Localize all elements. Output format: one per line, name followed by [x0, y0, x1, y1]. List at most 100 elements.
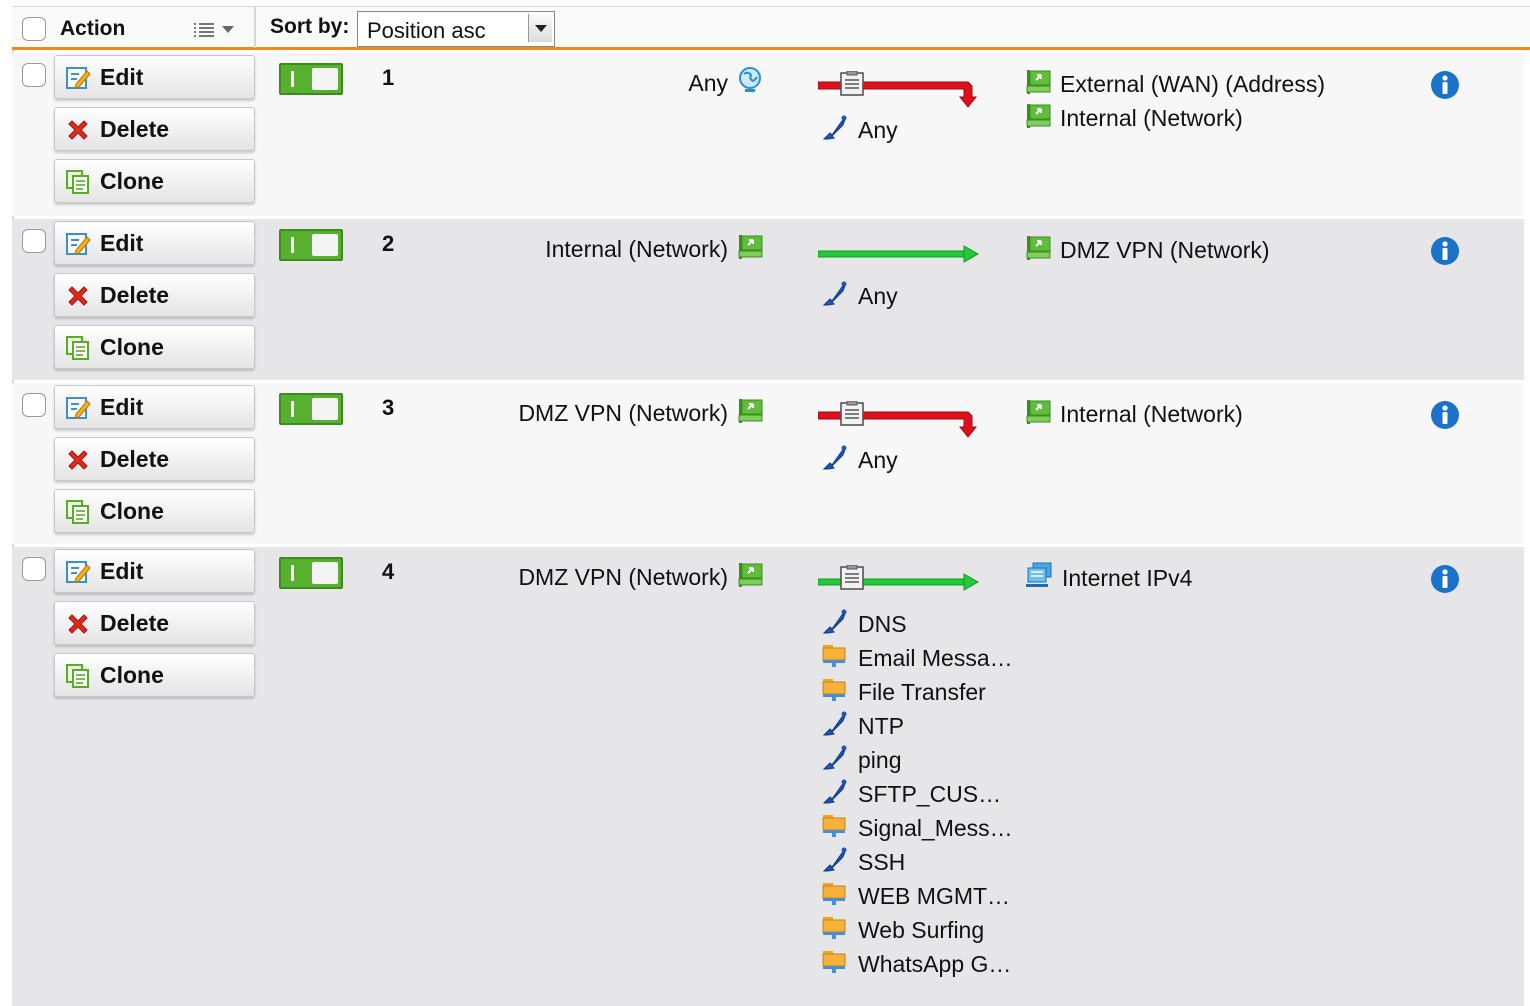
- deny-arrow-icon: [817, 400, 980, 438]
- rule-source-label: DMZ VPN (Network): [518, 399, 728, 426]
- rule-destination-label: Internal (Network): [1060, 400, 1243, 427]
- select-all-checkbox[interactable]: [22, 17, 46, 41]
- delete-button[interactable]: Delete: [54, 601, 255, 645]
- rule-select-checkbox[interactable]: [22, 229, 46, 253]
- rule-service[interactable]: WhatsApp G…: [820, 947, 1011, 981]
- service-icon: [820, 607, 848, 641]
- delete-button[interactable]: Delete: [54, 437, 255, 481]
- service-icon: [820, 279, 848, 313]
- rule-service[interactable]: SSH: [820, 845, 905, 879]
- rule-destination[interactable]: Internet IPv4: [1024, 561, 1192, 595]
- sort-dropdown-arrow-icon[interactable]: [528, 14, 552, 42]
- edit-button[interactable]: Edit: [54, 549, 255, 593]
- service-group-icon: [820, 879, 848, 913]
- clone-button-label: Clone: [100, 662, 164, 688]
- edit-button[interactable]: Edit: [54, 385, 255, 429]
- rule-enabled-toggle[interactable]: [279, 63, 343, 95]
- delete-icon: [65, 447, 91, 473]
- rule-service-label: WhatsApp G…: [858, 950, 1012, 977]
- rule-service[interactable]: SFTP_CUS…: [820, 777, 1001, 811]
- rule-destination-label: Internal (Network): [1060, 104, 1243, 131]
- info-icon[interactable]: [1430, 70, 1460, 100]
- rule-destination[interactable]: DMZ VPN (Network): [1024, 233, 1270, 267]
- rule-service[interactable]: WEB MGMT…: [820, 879, 1010, 913]
- sort-select[interactable]: Position asc: [357, 11, 555, 47]
- rule-service-label: File Transfer: [858, 678, 986, 705]
- action-column-header: Action: [60, 17, 126, 40]
- edit-icon: [65, 395, 91, 421]
- service-icon: [820, 743, 848, 777]
- rule-source-label: DMZ VPN (Network): [518, 563, 728, 590]
- delete-icon: [65, 117, 91, 143]
- rule-service-label: ping: [858, 746, 902, 773]
- internet-ipv4-icon: [1024, 561, 1054, 595]
- rule-destination[interactable]: External (WAN) (Address): [1024, 67, 1325, 101]
- rule-select-checkbox[interactable]: [22, 557, 46, 581]
- rule-service-label: WEB MGMT…: [858, 882, 1011, 909]
- clone-button[interactable]: Clone: [54, 325, 255, 369]
- rule-service-label: NTP: [858, 712, 904, 739]
- edit-button-label: Edit: [100, 394, 144, 420]
- rule-service[interactable]: Any: [820, 279, 898, 313]
- service-icon: [820, 113, 848, 147]
- edit-button[interactable]: Edit: [54, 221, 255, 265]
- rule-service[interactable]: Any: [820, 113, 898, 147]
- rule-service[interactable]: Email Messa…: [820, 641, 1013, 675]
- delete-button-label: Delete: [100, 116, 170, 142]
- rule-select-checkbox[interactable]: [22, 393, 46, 417]
- rule-service[interactable]: DNS: [820, 607, 907, 641]
- rule-enabled-toggle[interactable]: [279, 229, 343, 261]
- delete-button-label: Delete: [100, 446, 170, 472]
- rule-select-checkbox[interactable]: [22, 63, 46, 87]
- service-icon: [820, 443, 848, 477]
- delete-button-label: Delete: [100, 610, 170, 636]
- rule-source[interactable]: DMZ VPN (Network): [518, 560, 764, 594]
- clone-button[interactable]: Clone: [54, 489, 255, 533]
- delete-button[interactable]: Delete: [54, 273, 255, 317]
- delete-button[interactable]: Delete: [54, 107, 255, 151]
- edit-icon: [65, 231, 91, 257]
- rule-service-label: Any: [858, 116, 898, 143]
- rule-source[interactable]: DMZ VPN (Network): [518, 396, 764, 430]
- clone-icon: [65, 335, 91, 361]
- rule-destination[interactable]: Internal (Network): [1024, 397, 1243, 431]
- rule-service[interactable]: ping: [820, 743, 901, 777]
- clone-icon: [65, 663, 91, 689]
- rule-position: 4: [382, 559, 395, 584]
- clone-button-label: Clone: [100, 334, 164, 360]
- rule-source[interactable]: Internal (Network): [545, 232, 764, 266]
- rule-service[interactable]: Signal_Mess…: [820, 811, 1013, 845]
- service-icon: [820, 709, 848, 743]
- column-options-icon[interactable]: [194, 21, 214, 39]
- delete-icon: [65, 283, 91, 309]
- rule-service-label: Any: [858, 446, 898, 473]
- rule-enabled-toggle[interactable]: [279, 557, 343, 589]
- sort-by-label: Sort by:: [270, 15, 350, 38]
- rule-service[interactable]: Web Surfing: [820, 913, 984, 947]
- service-icon: [820, 845, 848, 879]
- rule-service[interactable]: File Transfer: [820, 675, 986, 709]
- rule-service-label: SSH: [858, 848, 906, 875]
- edit-button-label: Edit: [100, 558, 144, 584]
- clone-button[interactable]: Clone: [54, 159, 255, 203]
- chevron-down-icon[interactable]: [222, 26, 234, 33]
- info-icon[interactable]: [1430, 564, 1460, 594]
- rule-source[interactable]: Any: [688, 66, 764, 100]
- rule-service-label: Web Surfing: [858, 916, 985, 943]
- rule-destination[interactable]: Internal (Network): [1024, 101, 1243, 135]
- network-flag-icon: [736, 396, 764, 430]
- rule-service[interactable]: NTP: [820, 709, 904, 743]
- edit-icon: [65, 65, 91, 91]
- rule-source-label: Internal (Network): [545, 235, 728, 262]
- info-icon[interactable]: [1430, 236, 1460, 266]
- edit-button[interactable]: Edit: [54, 55, 255, 99]
- clone-button[interactable]: Clone: [54, 653, 255, 697]
- rule-service-label: Email Messa…: [858, 644, 1013, 671]
- rule-position: 1: [382, 65, 395, 90]
- rule-service[interactable]: Any: [820, 443, 898, 477]
- rule-enabled-toggle[interactable]: [279, 393, 343, 425]
- info-icon[interactable]: [1430, 400, 1460, 430]
